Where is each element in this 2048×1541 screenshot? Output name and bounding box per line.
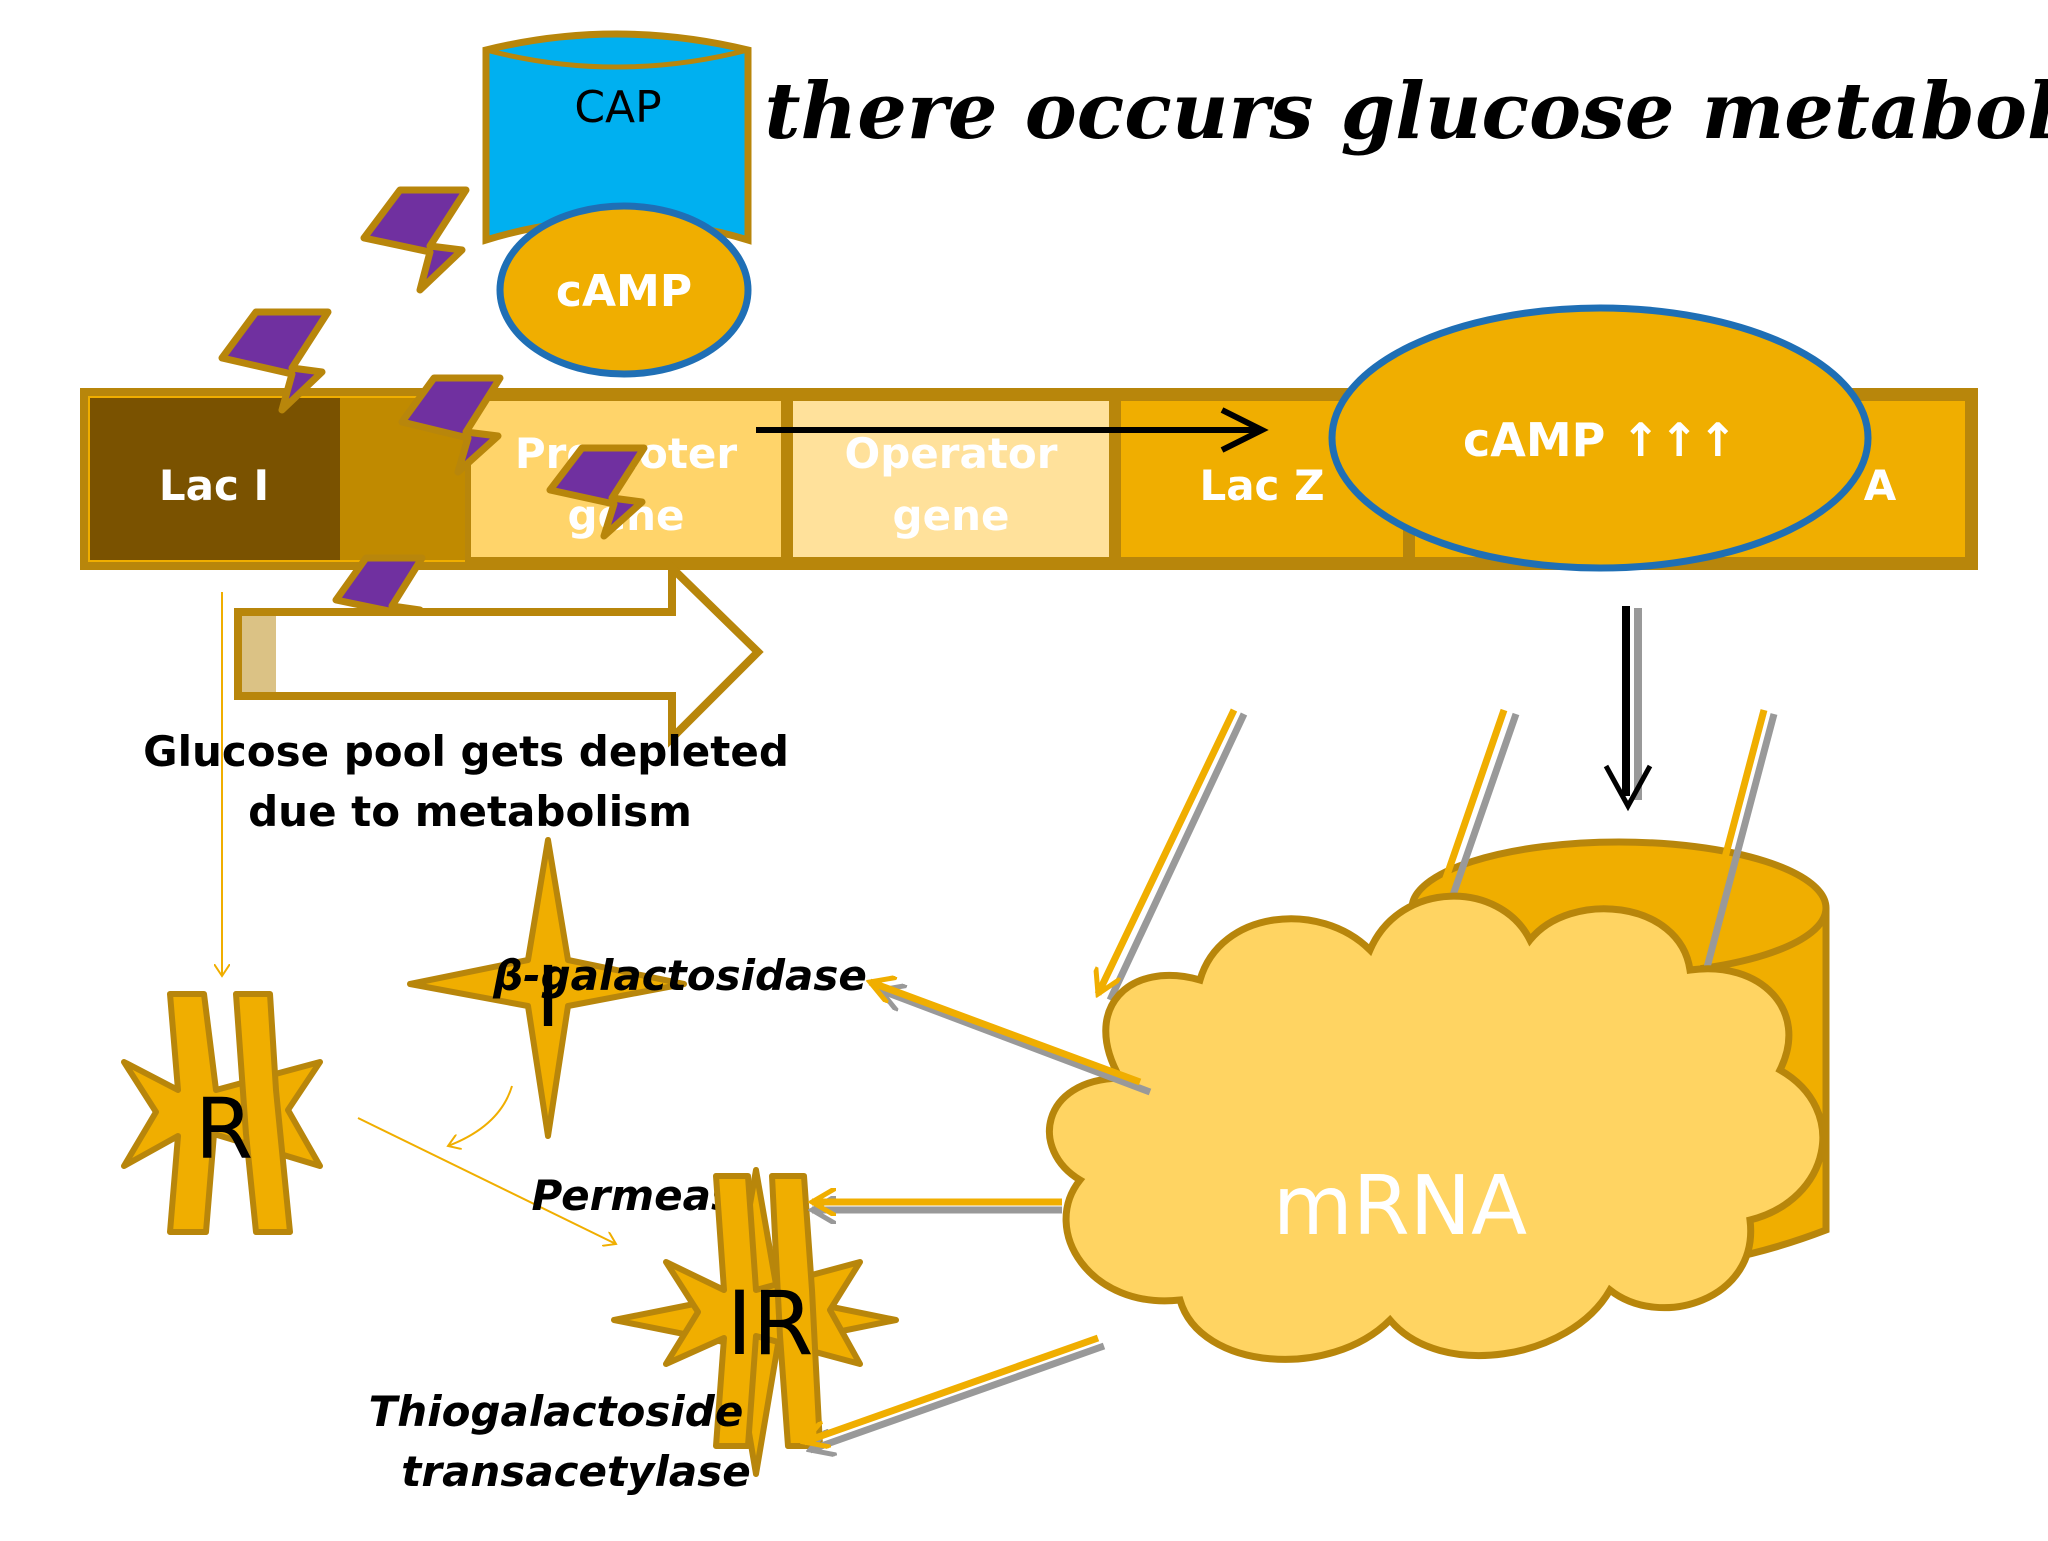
lac-a-label: A bbox=[1864, 461, 1897, 510]
translation-arrow-1 bbox=[1098, 708, 1238, 994]
translation-arrow-3-shadow bbox=[1696, 713, 1778, 995]
slide-title: If there occurs glucose metabolism bbox=[665, 66, 2048, 157]
camp-high-label: cAMP ↑↑↑ bbox=[1463, 413, 1737, 467]
arrow-to-galactosidase bbox=[870, 982, 1142, 1086]
repressor: R bbox=[121, 991, 323, 1235]
ir-label: IR bbox=[726, 1272, 813, 1375]
arrow-to-transacetylase-shadow bbox=[810, 1342, 1106, 1450]
camp-label: cAMP bbox=[556, 266, 692, 317]
mrna-product-arrows bbox=[804, 982, 1152, 1450]
transcription-arrow-head bbox=[1220, 407, 1269, 453]
lac-i-label: Lac I bbox=[159, 461, 269, 510]
inducer-star bbox=[407, 837, 687, 1139]
glucose-note-line2: due to metabolism bbox=[248, 787, 692, 836]
repressor-label: R bbox=[195, 1080, 253, 1178]
enzyme-transacetylase-line2: transacetylase bbox=[401, 1447, 750, 1496]
glucose-molecule-2 bbox=[218, 308, 332, 414]
inducer-label: I bbox=[536, 948, 561, 1046]
operator-label-line2: gene bbox=[893, 491, 1010, 540]
glucose-depletion-arrow bbox=[234, 558, 764, 748]
camp-molecule bbox=[496, 202, 752, 378]
translation-arrow-3 bbox=[1690, 709, 1768, 990]
operator-label-line1: Operator bbox=[845, 429, 1058, 478]
glucose-molecules bbox=[218, 186, 648, 644]
glucose-molecule-3 bbox=[398, 374, 504, 476]
cap-top-edge bbox=[485, 47, 749, 70]
glucose-note-line1: Glucose pool gets depleted bbox=[143, 727, 789, 776]
glucose-depletion-arrow-shade bbox=[240, 616, 276, 692]
mrna-label: mRNA bbox=[1273, 1159, 1527, 1254]
arrow-to-galactosidase-shadow bbox=[880, 990, 1152, 1096]
cap-label: CAP bbox=[574, 82, 661, 133]
repressor-to-ir-line bbox=[357, 1117, 616, 1244]
lac-i-gene bbox=[90, 398, 340, 560]
operator-gene bbox=[787, 395, 1115, 563]
glucose-molecule-1 bbox=[360, 186, 470, 294]
camp-high-ellipse bbox=[1328, 304, 1872, 572]
enzyme-transacetylase-line1: Thiogalactoside bbox=[369, 1387, 744, 1436]
lac-z-label: Lac Z bbox=[1199, 461, 1324, 510]
repressor-shape-right bbox=[233, 991, 293, 1235]
mrna-cloud-shape bbox=[1045, 892, 1827, 1363]
arrow-to-transacetylase bbox=[804, 1334, 1100, 1442]
enzyme-galactosidase-label: β-galactosidase bbox=[492, 951, 867, 1000]
mrna-cloud: mRNA bbox=[1045, 892, 1827, 1363]
inducer: I bbox=[407, 837, 687, 1139]
down-arrow-head bbox=[1603, 764, 1653, 812]
inducer-curve-arrow bbox=[448, 1085, 513, 1146]
glucose-molecule-4 bbox=[546, 444, 648, 540]
translation-arrow-1-shadow bbox=[1106, 712, 1248, 1002]
